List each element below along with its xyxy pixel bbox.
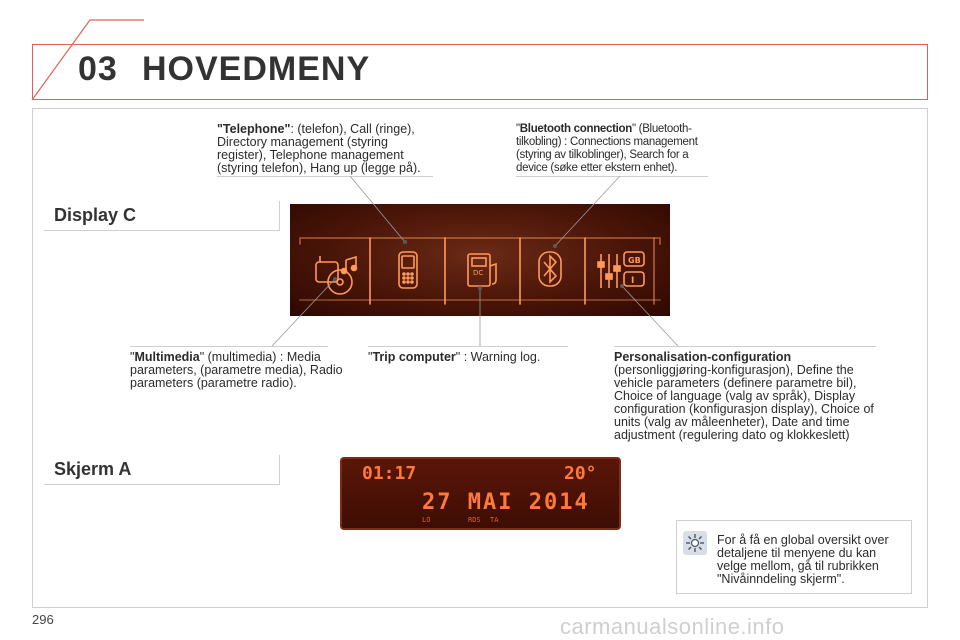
chapter-number: 03 [78, 50, 118, 88]
multimedia-prefix: " [130, 350, 135, 364]
telephone-description: "Telephone": (telefon), Call (ringe), Di… [217, 123, 437, 175]
tip-box: For å få en global oversikt over detalje… [676, 520, 912, 594]
bluetooth-rule [516, 176, 708, 177]
trip-text: " : Warning log. [455, 350, 541, 364]
screen-a-display: 01:17 20° 27 MAI 2014 LO RDS TA [340, 457, 621, 530]
bluetooth-term: Bluetooth connection [519, 123, 632, 135]
tip-text: For å få en global oversikt over detalje… [717, 533, 889, 586]
multimedia-description: "Multimedia" (multimedia) : Media parame… [130, 351, 345, 390]
personalisation-description: Personalisation-configuration (personlig… [614, 351, 884, 442]
section-display-c: Display C [44, 201, 280, 231]
telephone-text: : (telefon), Call (ringe), Directory man… [217, 122, 421, 175]
trip-description: "Trip computer" : Warning log. [368, 351, 578, 364]
telephone-rule [217, 176, 433, 177]
page-number: 296 [32, 612, 54, 627]
personalisation-term: Personalisation-configuration [614, 350, 792, 364]
multimedia-term: Multimedia [134, 350, 200, 364]
info-sun-icon [683, 531, 707, 555]
bluetooth-description: "Bluetooth connection" (Bluetooth-tilkob… [516, 123, 712, 175]
menu-frame-top [299, 237, 661, 245]
indicator-ta: TA [490, 516, 499, 524]
personalisation-rule [614, 346, 876, 347]
settings-icon: GB I [597, 251, 645, 288]
multimedia-rule [130, 346, 328, 347]
indicator-rds: RDS [468, 516, 481, 524]
section-screen-a: Skjerm A [44, 455, 280, 485]
header-bar [32, 44, 928, 100]
indicator-lo: LO [422, 516, 431, 524]
trip-prefix: " [368, 350, 373, 364]
screen-a-time: 01:17 [362, 463, 417, 484]
personalisation-text: (personliggjøring-konfigurasjon), Define… [614, 363, 874, 442]
trip-computer-icon: DC [467, 253, 497, 287]
dc-label: DC [473, 269, 483, 277]
telephone-term: "Telephone" [217, 122, 291, 136]
bluetooth-icon [538, 251, 562, 287]
watermark: carmanualsonline.info [560, 614, 785, 639]
chapter-title: HOVEDMENY [142, 50, 371, 88]
i-label: I [631, 276, 634, 286]
trip-rule [368, 346, 568, 347]
gb-label: GB [628, 256, 641, 265]
multimedia-icon [315, 255, 358, 295]
bluetooth-prefix: " [516, 123, 520, 135]
screen-a-date: 27 MAI 2014 [422, 490, 590, 515]
content-frame [32, 108, 928, 608]
header-corner-decoration [31, 19, 144, 101]
screen-a-temperature: 20° [564, 463, 597, 484]
bluetooth-text: " (Bluetooth-tilkobling) : Connections m… [516, 123, 698, 174]
telephone-icon [398, 251, 418, 289]
multimedia-text: " (multimedia) : Media parameters, (para… [130, 350, 343, 390]
trip-term: Trip computer [372, 350, 456, 364]
